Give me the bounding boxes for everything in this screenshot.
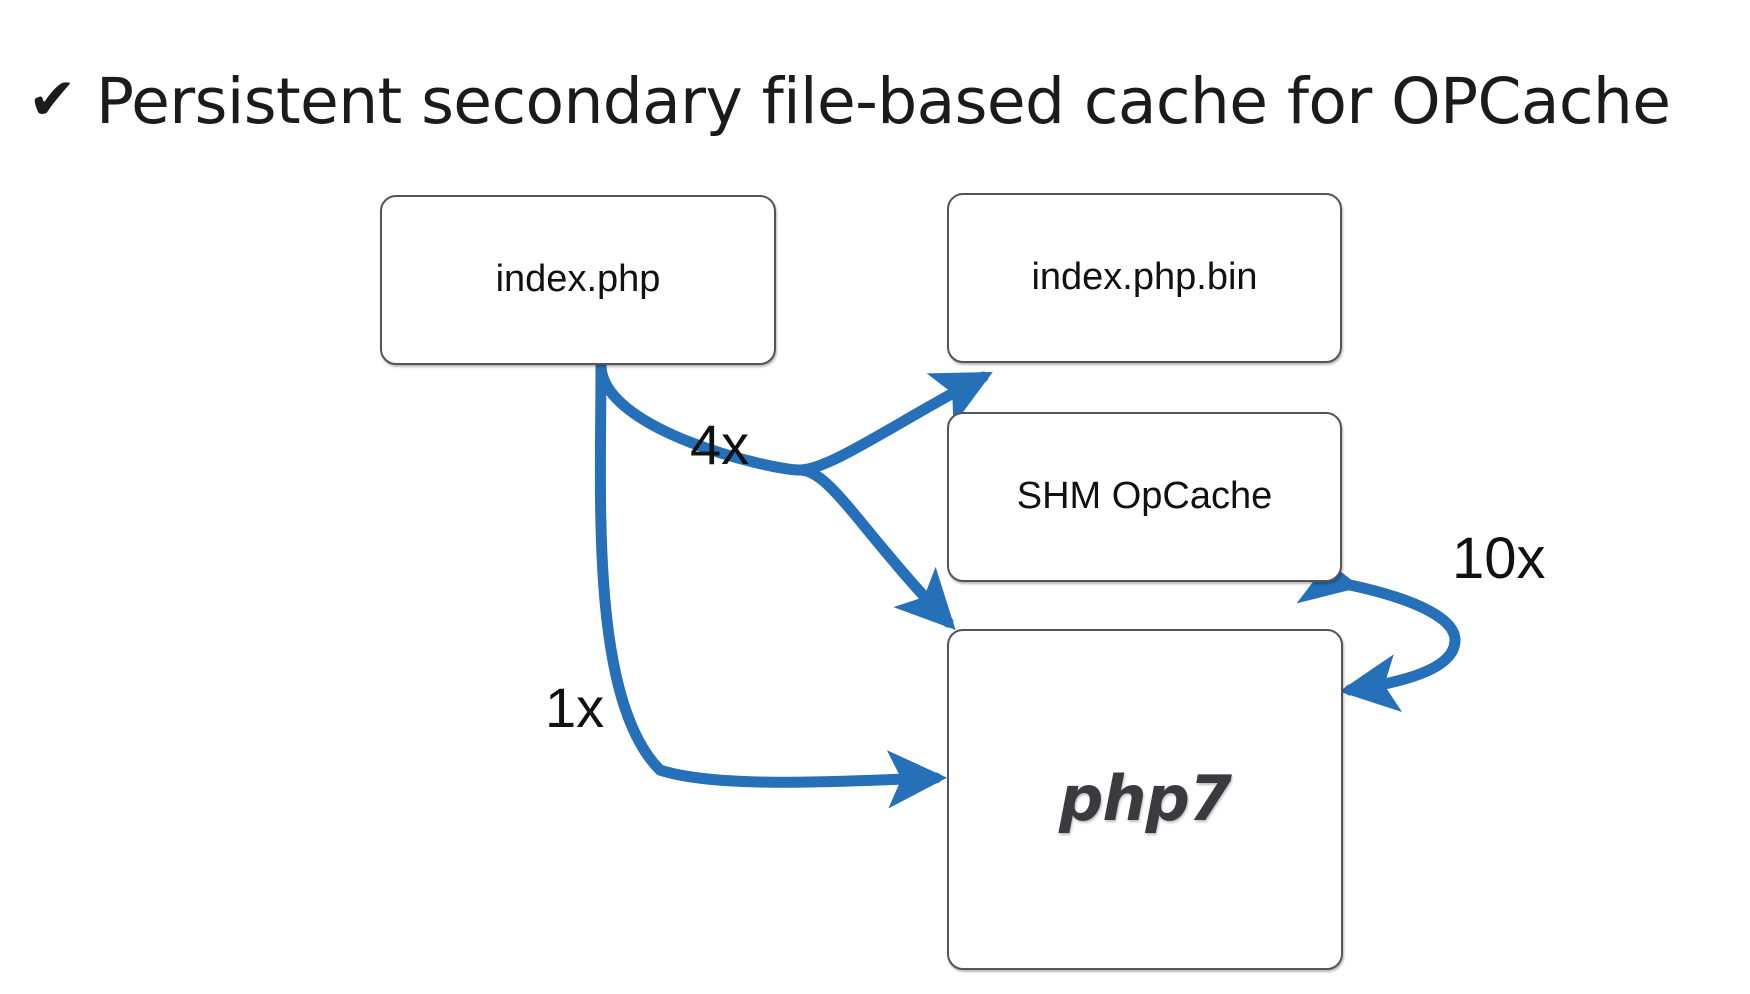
edge-4x-path: [595, 359, 993, 476]
edge-label-1x: 1x: [545, 676, 605, 739]
node-shm-opcache-label: SHM OpCache: [1016, 475, 1273, 518]
page-title: ✔ Persistent secondary file-based cache …: [28, 56, 1728, 146]
node-index-php[interactable]: index.php: [380, 195, 776, 365]
page-title-text: Persistent secondary file-based cache fo…: [96, 64, 1671, 138]
node-index-php-bin-label: index.php.bin: [1031, 256, 1258, 299]
edge-10x-path: [1296, 546, 1461, 713]
node-php7-logo-label: php7: [1058, 762, 1232, 836]
node-php7[interactable]: php7: [947, 629, 1343, 970]
edge-4x-to-php7-path: [794, 464, 956, 630]
node-index-php-label: index.php: [495, 258, 661, 301]
edge-label-4x: 4x: [690, 413, 750, 476]
check-mark-icon: ✔: [28, 65, 77, 134]
node-index-php-bin[interactable]: index.php.bin: [947, 193, 1342, 363]
edge-label-10x: 10x: [1452, 526, 1546, 591]
edge-1x-path: [594, 359, 947, 809]
node-shm-opcache[interactable]: SHM OpCache: [947, 412, 1342, 582]
